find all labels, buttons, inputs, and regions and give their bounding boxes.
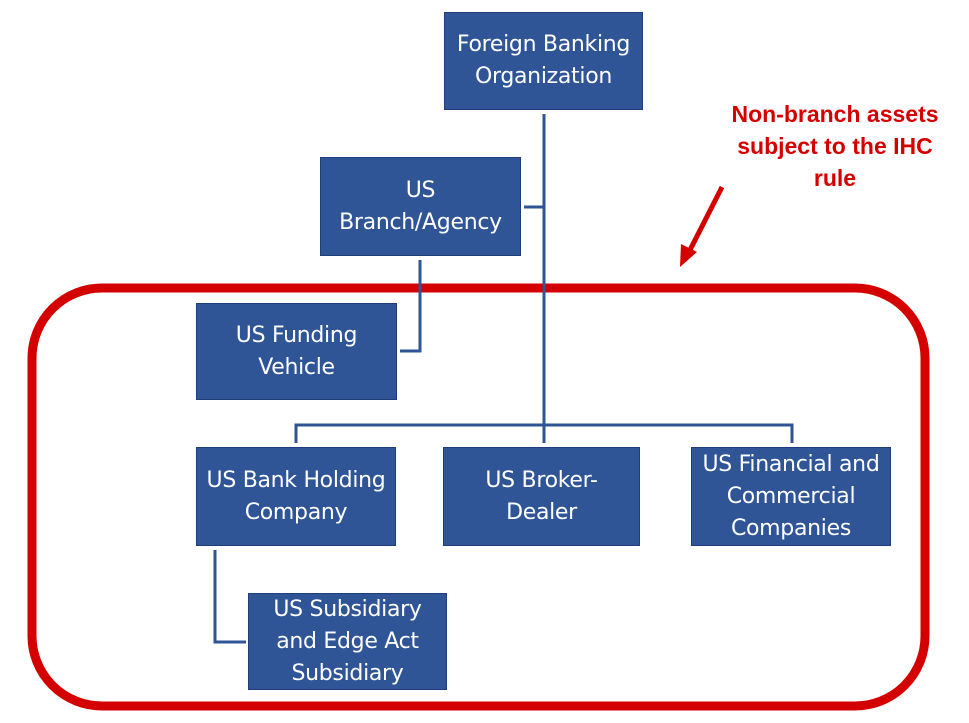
- node-us-branch-agency: US Branch/Agency: [320, 157, 521, 256]
- node-label: Vehicle: [258, 354, 335, 380]
- annotation-arrow: [687, 185, 725, 252]
- node-label: Company: [244, 499, 348, 525]
- connector-bhc-subsidiary: [213, 550, 246, 644]
- node-label: US Funding: [235, 322, 358, 348]
- node-label: US Broker-: [485, 467, 598, 493]
- annotation-line: rule: [813, 165, 857, 191]
- node-label: Commercial: [726, 483, 856, 509]
- node-label: Foreign Banking: [456, 32, 631, 57]
- node-label: US Bank Holding: [206, 467, 386, 493]
- node-label: Branch/Agency: [339, 209, 502, 235]
- node-label: Companies: [730, 515, 852, 541]
- annotation-line: subject to the IHC: [737, 133, 933, 159]
- ihc-annotation: Non-branch assets subject to the IHC rul…: [700, 98, 969, 194]
- ihc-region-outline: [27, 283, 930, 711]
- node-label: and Edge Act: [276, 628, 419, 654]
- node-label: Dealer: [506, 499, 577, 525]
- node-label: US Subsidiary: [273, 596, 422, 622]
- node-label: Organization: [474, 64, 613, 89]
- node-label: US Financial and: [702, 451, 880, 477]
- connector-branch-funding: [400, 260, 422, 353]
- arrow-head-icon: [680, 244, 697, 267]
- connector-bus: [294, 423, 794, 443]
- annotation-line: Non-branch assets: [731, 101, 939, 127]
- node-label: Subsidiary: [291, 660, 404, 686]
- node-label: US: [405, 177, 436, 203]
- node-us-broker-dealer: US Broker- Dealer: [443, 447, 640, 546]
